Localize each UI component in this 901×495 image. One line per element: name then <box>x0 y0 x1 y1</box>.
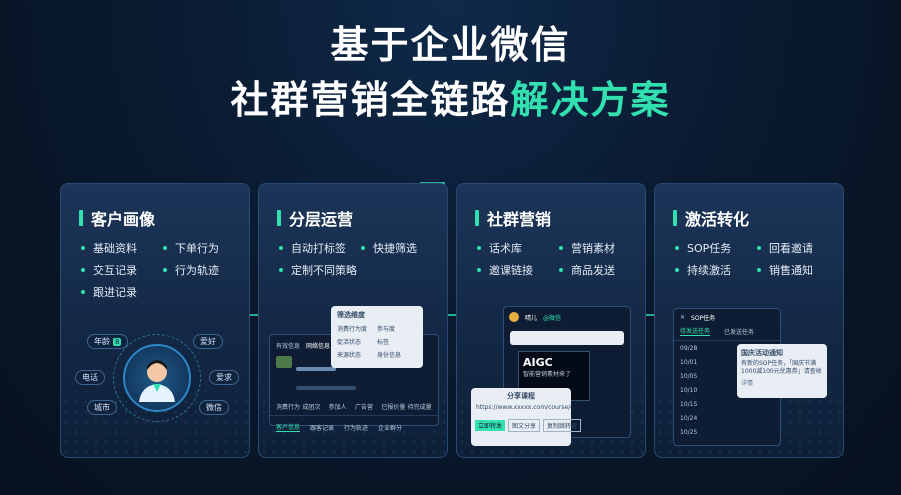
bottom-tabs: 客户信息 跟客记录 行为轨迹 企业群分 <box>270 415 438 438</box>
forward-button[interactable]: 立即转发 <box>475 420 506 431</box>
tab-behavior-track[interactable]: 行为轨迹 <box>344 424 369 432</box>
sop-date[interactable]: 09/28 <box>680 345 698 352</box>
hero-line-2-main: 社群营销全链路 <box>230 78 511 122</box>
copy-link-button[interactable]: 复制跳转链 <box>543 419 582 432</box>
tab-group[interactable]: 企业群分 <box>378 424 403 432</box>
filter-popup: 筛选维度 消费行为度 参与度 促活状态 标签 来源状态 身份信息 <box>331 306 423 368</box>
chat-contact-name: 晴儿 <box>525 314 538 322</box>
card-activation-conversion: 激活转化 SOP任务 回看邀请 持续激活 销售通知 ✕ SOP任务 待发送任务 … <box>654 183 844 458</box>
bullet-item: 邀课链接 <box>477 262 555 278</box>
bullet-item: 持续激活 <box>675 262 753 278</box>
bullet-item: 下单行为 <box>163 240 241 256</box>
bullet-item: SOP任务 <box>675 240 753 256</box>
person-icon <box>139 360 175 402</box>
bullet-item: 营销素材 <box>559 240 637 256</box>
bullet-list: 话术库 营销素材 邀课链接 商品发送 <box>477 240 637 278</box>
chat-contact-tag: @微信 <box>543 314 562 322</box>
card-title: 分层运营 <box>277 206 353 230</box>
card-title-text: 激活转化 <box>685 210 750 229</box>
sop-date-list: 09/28 10/01 10/05 10/10 10/15 10/24 10/2… <box>674 341 780 440</box>
notification-body: 有新的SOP任务，「国庆节满1000减100元优惠券」请查收 <box>741 360 822 375</box>
chat-message-bubble <box>510 331 624 345</box>
thumbnail <box>276 356 292 368</box>
sop-date[interactable]: 10/01 <box>680 359 698 366</box>
tab-sent-tasks[interactable]: 已发送任务 <box>724 328 755 336</box>
sop-date[interactable]: 10/05 <box>680 373 698 380</box>
tab-pending-tasks[interactable]: 待发送任务 <box>680 328 711 336</box>
tab-network-info[interactable]: 网络信息 <box>306 343 331 350</box>
bullet-item: 基础资料 <box>81 240 159 256</box>
sop-date[interactable]: 10/10 <box>680 387 698 394</box>
card-title: 客户画像 <box>79 206 155 230</box>
aigc-subtitle: 智能营销素材来了 <box>523 371 572 378</box>
notification-card[interactable]: 国庆活动通知 有新的SOP任务，「国庆节满1000减100元优惠券」请查收 详情 <box>737 344 827 398</box>
hero-line-2: 社群营销全链路解决方案 <box>0 70 901 130</box>
filter-options: 消费行为度 参与度 促活状态 标签 来源状态 身份信息 <box>331 324 423 359</box>
card-title-text: 社群营销 <box>487 210 552 229</box>
tag-city: 城市 <box>87 400 117 415</box>
stats-grid: 消费行为 成团次 参加人 广告营 已报价量 待完成量 <box>276 404 432 411</box>
hero-line-1: 基于企业微信 <box>330 23 571 67</box>
detail-row <box>270 352 438 398</box>
outer-ring <box>113 334 201 422</box>
notification-detail-link[interactable]: 详情 <box>741 380 754 387</box>
bullet-item: 跟进记录 <box>81 284 159 300</box>
tab-follow-record[interactable]: 跟客记录 <box>310 424 335 432</box>
bullet-list: 自动打标签 快捷筛选 定制不同策略 <box>279 240 439 278</box>
filter-option[interactable]: 来源状态 <box>337 352 362 359</box>
title-accent-bar <box>79 210 83 226</box>
tab-valid-info[interactable]: 有效信息 <box>276 343 301 350</box>
tag-wechat: 微信 <box>199 400 229 415</box>
card-title: 激活转化 <box>673 206 749 230</box>
bullet-item: 行为轨迹 <box>163 262 241 278</box>
tag-hobby: 爱好 <box>193 334 223 349</box>
bullet-item: 快捷筛选 <box>361 240 439 256</box>
chat-header: 晴儿 @微信 <box>504 307 630 327</box>
sop-header: ✕ SOP任务 <box>674 309 780 326</box>
filter-option[interactable]: 消费行为度 <box>337 326 368 333</box>
bullet-list: SOP任务 回看邀请 持续激活 销售通知 <box>675 240 835 278</box>
filter-option[interactable]: 促活状态 <box>337 339 362 346</box>
bullet-item: 回看邀请 <box>757 240 835 256</box>
share-course-dialog: 分享课程 https://www.xxxxx.com/course/detail… <box>471 388 582 446</box>
share-url[interactable]: https://www.xxxxx.com/course/detail <box>476 404 571 411</box>
avatar <box>123 344 191 412</box>
tab-customer-info[interactable]: 客户信息 <box>276 424 301 432</box>
card-title-text: 客户画像 <box>91 210 156 229</box>
bullet-list: 基础资料 下单行为 交互记录 行为轨迹 跟进记录 <box>81 240 241 300</box>
filter-option[interactable]: 身份信息 <box>377 352 402 359</box>
hero-heading: 基于企业微信 社群营销全链路解决方案 <box>0 20 901 130</box>
hero-line-2-accent: 解决方案 <box>510 78 671 122</box>
sop-date[interactable]: 10/25 <box>680 429 698 436</box>
bullet-item: 交互记录 <box>81 262 159 278</box>
filter-option[interactable]: 参与度 <box>377 326 396 333</box>
filter-title: 筛选维度 <box>337 311 365 319</box>
card-community-marketing: 社群营销 话术库 营销素材 邀课链接 商品发送 晴儿 @微信 AIGC 智能营销… <box>456 183 646 458</box>
close-icon[interactable]: ✕ <box>680 314 686 321</box>
bullet-item: 自动打标签 <box>279 240 357 256</box>
aigc-label: AIGC <box>523 356 553 369</box>
card-layered-operation: 分层运营 自动打标签 快捷筛选 定制不同策略 有效信息 网络信息 消费行为 成团… <box>258 183 448 458</box>
filter-option[interactable]: 标签 <box>377 339 390 346</box>
bullet-item: 话术库 <box>477 240 555 256</box>
card-title: 社群营销 <box>475 206 551 230</box>
bullet-item: 商品发送 <box>559 262 637 278</box>
sop-date[interactable]: 10/15 <box>680 401 698 408</box>
image-share-button[interactable]: 图文分享 <box>508 419 541 432</box>
sop-date[interactable]: 10/24 <box>680 415 698 422</box>
avatar <box>509 312 519 322</box>
detail-tabs: 有效信息 网络信息 <box>270 335 438 352</box>
notification-title: 国庆活动通知 <box>741 349 783 357</box>
tag-phone: 电话 <box>75 370 105 385</box>
share-dialog-title: 分享课程 <box>507 392 535 400</box>
sop-tabs: 待发送任务 已发送任务 <box>674 326 780 341</box>
tag-need: 爱求 <box>209 370 239 385</box>
sop-title: SOP任务 <box>691 315 716 322</box>
bullet-item: 定制不同策略 <box>279 262 357 278</box>
bullet-item: 销售通知 <box>757 262 835 278</box>
card-title-text: 分层运营 <box>289 210 354 229</box>
share-actions: 立即转发 图文分享 复制跳转链 <box>471 411 582 432</box>
